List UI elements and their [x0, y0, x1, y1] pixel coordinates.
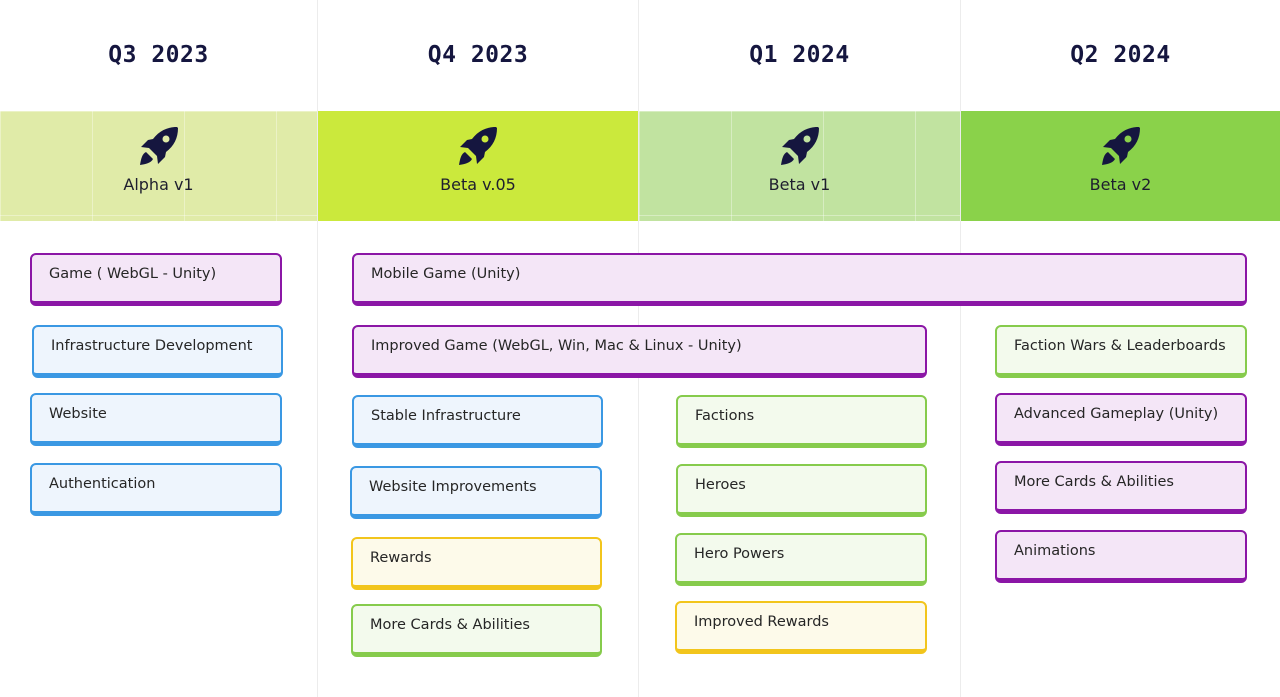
task-card: Stable Infrastructure [352, 395, 603, 448]
task-card-spanning: Improved Game (WebGL, Win, Mac & Linux -… [352, 325, 927, 378]
task-card: Improved Rewards [675, 601, 927, 654]
task-card: Game ( WebGL - Unity) [30, 253, 282, 306]
task-card: Faction Wars & Leaderboards [995, 325, 1247, 378]
release-label: Alpha v1 [123, 175, 194, 194]
task-card: More Cards & Abilities [351, 604, 602, 657]
release-band-beta-v2: Beta v2 [961, 111, 1280, 221]
quarter-header-q3-2023: Q3 2023 [108, 42, 209, 68]
rocket-icon [780, 127, 819, 165]
task-card: Website Improvements [350, 466, 602, 519]
column-divider [317, 0, 318, 697]
task-card: Animations [995, 530, 1247, 583]
quarter-header-q1-2024: Q1 2024 [749, 42, 850, 68]
release-label: Beta v1 [768, 175, 831, 194]
release-label: Beta v.05 [440, 175, 516, 194]
task-card-spanning: Mobile Game (Unity) [352, 253, 1247, 306]
rocket-icon [1101, 127, 1140, 165]
task-card: Factions [676, 395, 927, 448]
release-band-beta-v1: Beta v1 [639, 111, 960, 221]
column-divider [960, 0, 961, 697]
release-band-beta-v05: Beta v.05 [318, 111, 638, 221]
task-card: Infrastructure Development [32, 325, 283, 378]
rocket-icon [139, 127, 178, 165]
task-card: Heroes [676, 464, 927, 517]
task-card: More Cards & Abilities [995, 461, 1247, 514]
task-card: Rewards [351, 537, 602, 590]
release-label: Beta v2 [1089, 175, 1152, 194]
task-card: Authentication [30, 463, 282, 516]
task-card: Advanced Gameplay (Unity) [995, 393, 1247, 446]
quarter-header-q4-2023: Q4 2023 [427, 42, 529, 68]
rocket-icon [459, 127, 497, 165]
task-card: Website [30, 393, 282, 446]
quarter-header-q2-2024: Q2 2024 [1070, 42, 1171, 68]
release-band-alpha-v1: Alpha v1 [0, 111, 317, 221]
task-card: Hero Powers [675, 533, 927, 586]
